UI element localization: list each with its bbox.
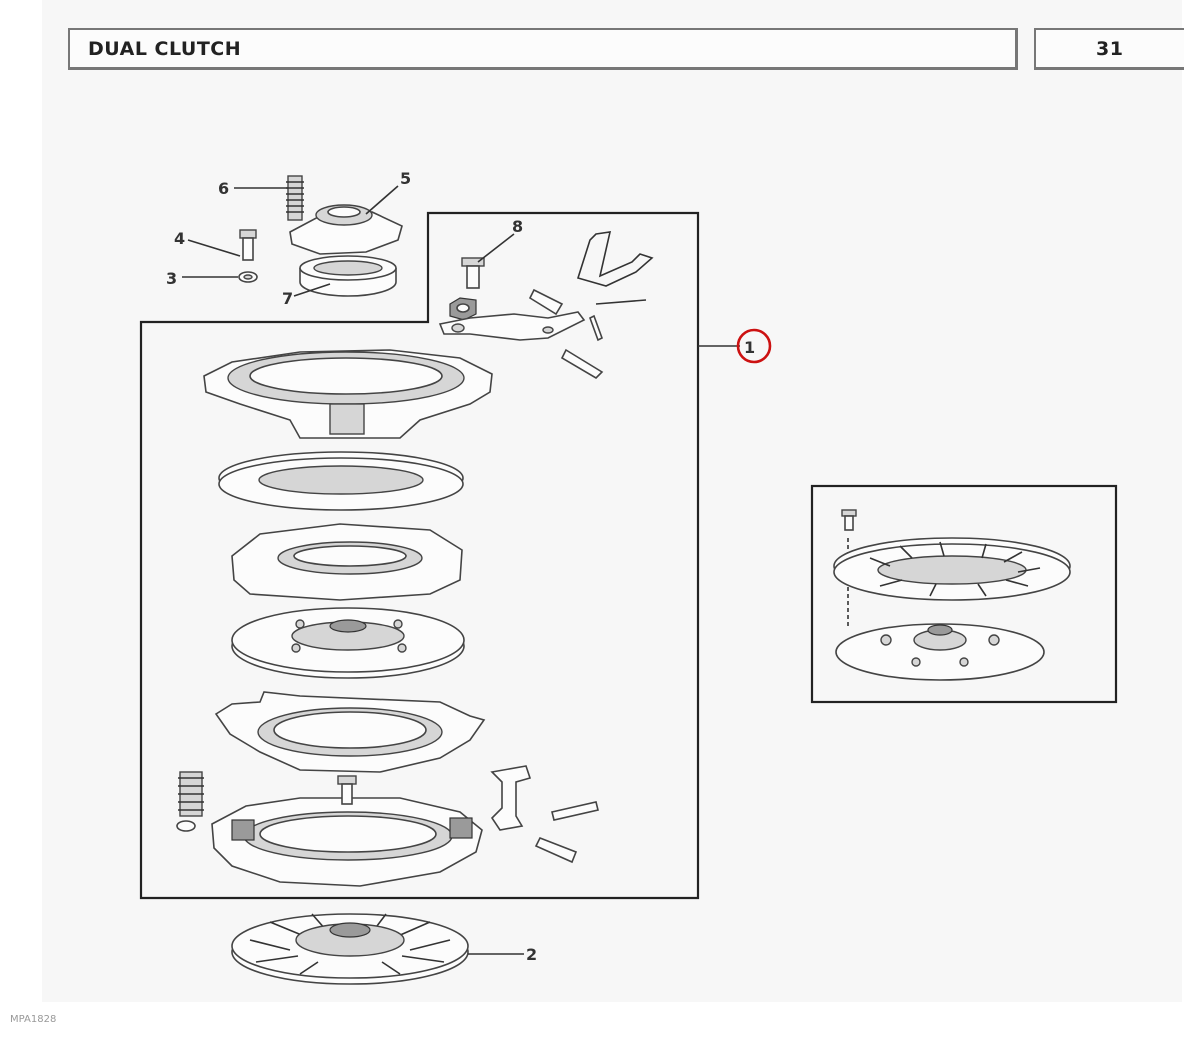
callout-3: 3 bbox=[166, 269, 177, 288]
spring-clip bbox=[576, 231, 654, 287]
cover-pins bbox=[534, 801, 599, 864]
callout-1: 1 bbox=[744, 338, 755, 357]
page-title: DUAL CLUTCH bbox=[68, 28, 1018, 70]
callout-7-leader bbox=[293, 283, 331, 297]
callout-1-highlight-circle bbox=[736, 328, 772, 364]
assembly-frame bbox=[139, 211, 700, 900]
callout-8-leader bbox=[477, 233, 515, 263]
page-number: 31 bbox=[1034, 28, 1184, 70]
callout-8: 8 bbox=[512, 217, 523, 236]
cover-bolt bbox=[337, 775, 357, 805]
link-bracket bbox=[490, 765, 532, 831]
friction-ring-1 bbox=[218, 451, 464, 511]
release-lever bbox=[438, 311, 586, 341]
part-4-bolt bbox=[239, 229, 257, 261]
back-plate bbox=[214, 691, 486, 773]
image-code: MPA1828 bbox=[10, 1014, 57, 1025]
part-3-washer bbox=[238, 271, 258, 283]
pins bbox=[528, 288, 647, 380]
inset-clutch-disc bbox=[835, 623, 1045, 681]
part-8-bolt bbox=[461, 257, 485, 289]
lever-nut bbox=[449, 297, 477, 321]
callout-4-leader bbox=[187, 239, 241, 257]
callout-6: 6 bbox=[218, 179, 229, 198]
cover-spring bbox=[176, 771, 204, 832]
callout-5-leader bbox=[365, 185, 399, 215]
clutch-disc-1 bbox=[231, 607, 465, 679]
intermediate-plate bbox=[231, 523, 463, 601]
callout-4: 4 bbox=[174, 229, 185, 248]
part-5-mount bbox=[289, 204, 403, 255]
pressure-plate-housing bbox=[203, 349, 493, 439]
cover-assembly bbox=[211, 797, 483, 887]
callout-5: 5 bbox=[400, 169, 411, 188]
inset-frame bbox=[810, 484, 1118, 704]
callout-2: 2 bbox=[526, 945, 537, 964]
part-7-seal bbox=[299, 255, 397, 297]
callout-7: 7 bbox=[282, 289, 293, 308]
part-2-clutch-disc bbox=[231, 913, 469, 985]
part-6-spring bbox=[286, 175, 304, 221]
inset-friction-ring bbox=[833, 537, 1071, 601]
